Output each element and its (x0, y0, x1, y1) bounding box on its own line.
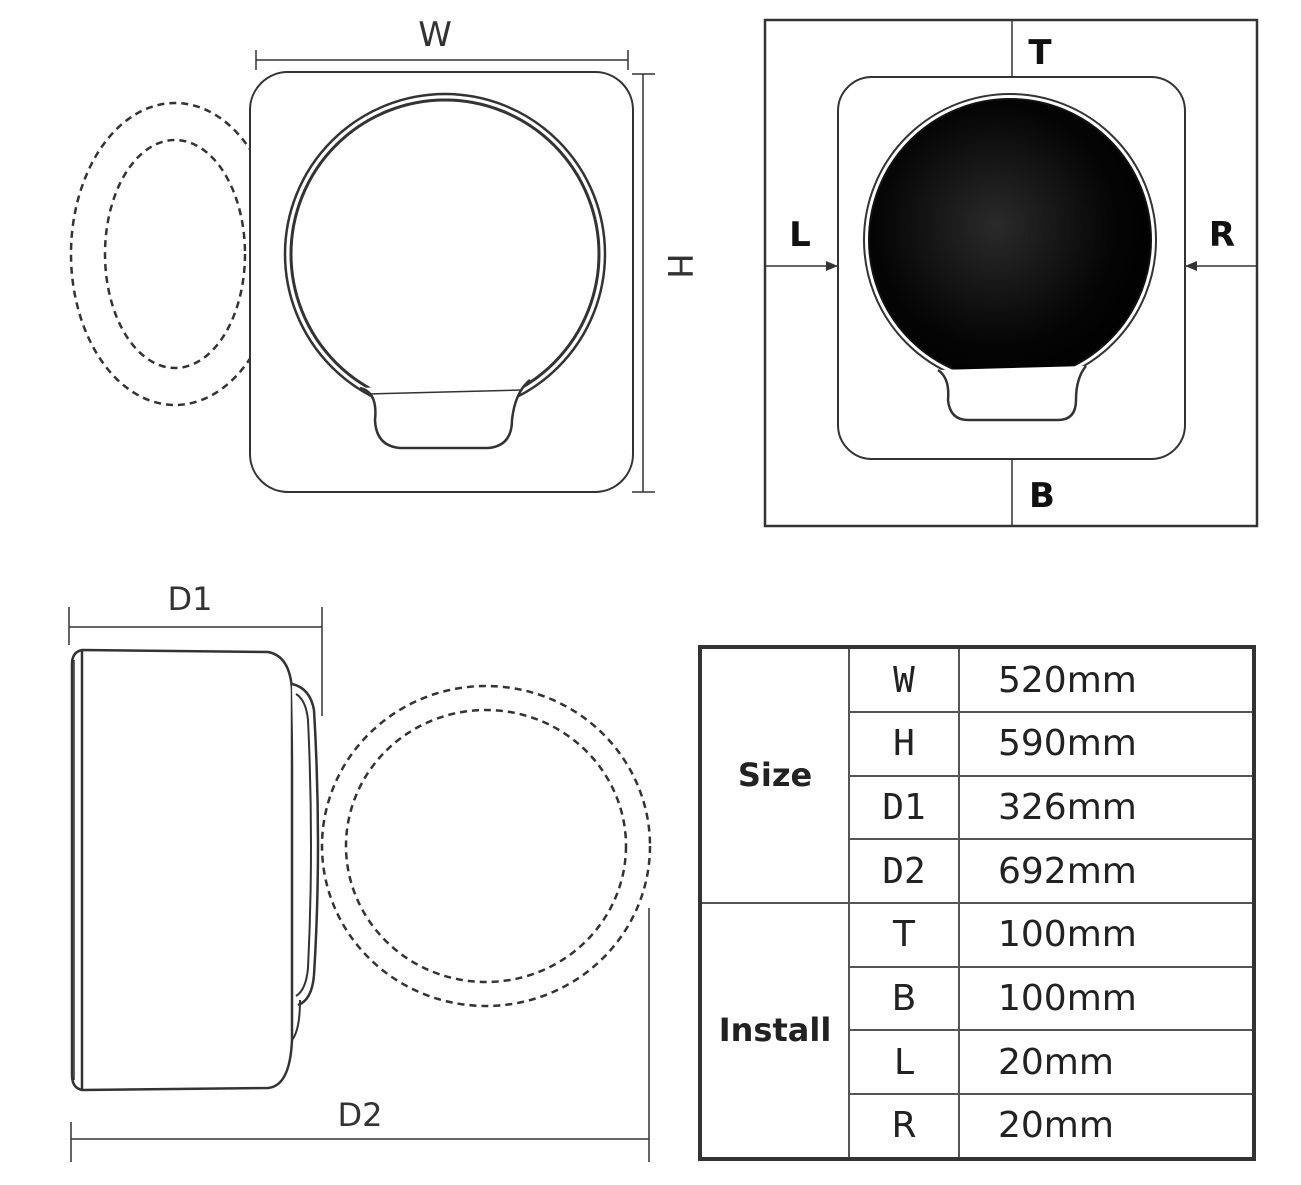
clearance-door-glass (868, 98, 1152, 382)
right-clearance-label: R (1209, 215, 1235, 255)
spec-key: R (848, 1092, 960, 1161)
front-open-door-outer (69, 101, 281, 407)
spec-key: T (848, 901, 960, 968)
depth1-label: D1 (168, 580, 213, 618)
side-view (68, 607, 652, 1162)
height-label: H (659, 253, 699, 279)
spec-key: H (848, 711, 960, 777)
spec-key: D2 (848, 838, 960, 904)
spec-value: 520mm (958, 645, 1255, 714)
side-body (70, 648, 294, 1092)
table-row: L 20mm (700, 1029, 1255, 1095)
front-handle-inner (367, 389, 523, 395)
table-row: D1 326mm (700, 774, 1255, 841)
front-view (69, 50, 655, 493)
spec-key: W (848, 645, 960, 714)
top-clearance-label: T (1028, 33, 1052, 73)
table-row: D2 692mm (700, 838, 1255, 904)
side-open-door-outer (320, 684, 652, 1008)
front-door-rim (283, 92, 607, 416)
clearance-frame (763, 18, 1259, 528)
install-group-label: Install (699, 901, 850, 1161)
left-clearance-label: L (789, 215, 811, 255)
spec-value: 590mm (958, 711, 1255, 777)
spec-table: Size W 520mm H 590mm D1 326mm D2 692mm I… (698, 645, 1256, 1161)
table-row: B 100mm (700, 965, 1255, 1032)
spec-key: L (848, 1029, 960, 1095)
front-handle (359, 379, 531, 450)
size-group-label: Size (699, 646, 850, 904)
front-open-door-inner (103, 138, 247, 370)
side-open-door-inner (344, 708, 628, 984)
spec-value: 326mm (958, 774, 1255, 841)
spec-value: 100mm (958, 965, 1255, 1032)
spec-key: B (848, 965, 960, 1032)
spec-key: D1 (848, 774, 960, 841)
side-door-profile (291, 682, 320, 1007)
spec-value: 100mm (958, 901, 1255, 968)
spec-value: 692mm (958, 838, 1255, 904)
width-label: W (418, 15, 452, 55)
table-row: R 20mm (700, 1092, 1255, 1161)
bottom-clearance-label: B (1029, 476, 1055, 516)
depth2-label: D2 (338, 1096, 383, 1134)
table-row: Install T 100mm (699, 901, 1255, 1161)
table-row: H 590mm (700, 711, 1255, 777)
table-row: Size W 520mm (699, 645, 1255, 904)
spec-value: 20mm (958, 1029, 1255, 1095)
clearance-handle (937, 365, 1087, 422)
clearance-view (763, 18, 1259, 528)
spec-value: 20mm (958, 1092, 1255, 1161)
